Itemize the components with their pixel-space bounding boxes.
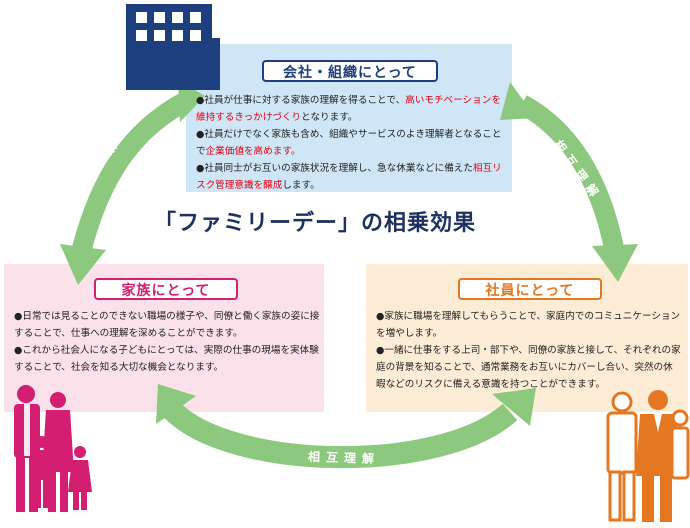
employee-item-1: ●家族に職場を理解してもらうことで、家庭内でのコミュニケーションを増やします。 [376, 311, 681, 339]
family-text: ●日常では見ることのできない職場の様子や、同僚と働く家族の姿に接することで、仕事… [14, 308, 320, 376]
arrow-right [500, 82, 638, 282]
company-item-3: ●社員同士がお互いの家族状況を理解し、急な休業などに備えた相互リスク管理意識を醸… [196, 163, 502, 191]
company-item-1: ●社員が仕事に対する家族の理解を得ることで、高いモチベーションを維持するきっかけ… [196, 95, 501, 123]
arrow-label-bottom: 相互理解 [307, 449, 381, 467]
company-text: ●社員が仕事に対する家族の理解を得ることで、高いモチベーションを維持するきっかけ… [196, 92, 504, 194]
employee-heading: 社員にとって [458, 278, 602, 300]
arrow-left [60, 80, 205, 285]
employee-item-2: ●一緒に仕事をする上司・部下や、同僚の家族と接して、それぞれの家庭の背景を知るこ… [376, 345, 681, 390]
family-item-1: ●日常では見ることのできない職場の様子や、同僚と働く家族の姿に接することで、仕事… [14, 311, 320, 339]
family-item-2: ●これから社会人になる子どもにとっては、実際の仕事の現場を実体験することで、社会… [14, 345, 319, 373]
employees-icon [606, 390, 690, 522]
family-icon [14, 385, 92, 512]
company-item-2: ●社員だけでなく家族も含め、組織やサービスのよき理解者となることで企業価値を高め… [196, 129, 502, 157]
family-heading: 家族にとって [94, 278, 238, 300]
employee-text: ●家族に職場を理解してもらうことで、家庭内でのコミュニケーションを増やします。 … [376, 308, 682, 393]
building-icon [126, 4, 220, 90]
arrow-bottom [156, 384, 536, 469]
company-heading: 会社・組織にとって [262, 60, 438, 82]
main-title: 「ファミリーデー」の相乗効果 [154, 211, 477, 236]
